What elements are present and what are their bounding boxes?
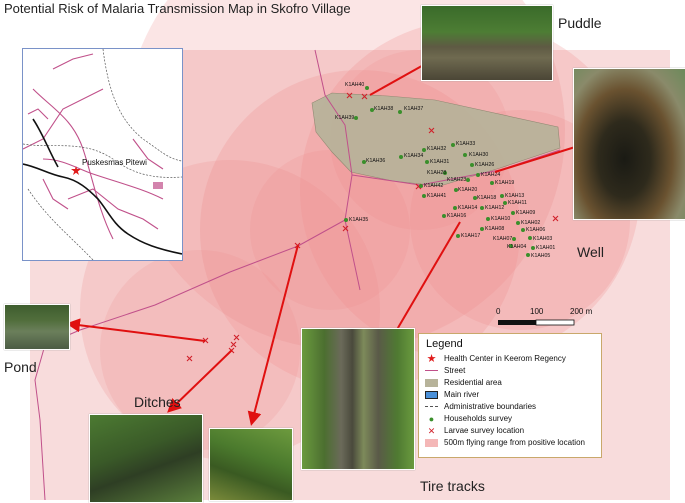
household-label: K1AH34 (404, 153, 423, 159)
household-label: K1AH08 (485, 226, 504, 232)
well-photo (573, 68, 685, 220)
photo-arrows (66, 56, 592, 426)
household-label: K1AH40 (345, 82, 364, 88)
household-label: K1AH09 (516, 210, 535, 216)
legend-item: Residential area (425, 378, 502, 388)
scale-bar: 0 100 200 m (496, 307, 592, 334)
household-label: K1AH18 (477, 195, 496, 201)
household-label: K1AH28 (427, 170, 446, 176)
legend-item: ✕Larvae survey location (425, 426, 524, 436)
household-label: K1AH07 (493, 236, 512, 242)
household-label: K1AH42 (424, 183, 443, 189)
inset-map-drawing (22, 48, 183, 261)
household-label: K1AH39 (335, 115, 354, 121)
puddle-label: Puddle (558, 15, 602, 31)
household-labels: K1AH40 K1AH38 K1AH37 K1AH39 K1AH33 K1AH3… (335, 82, 555, 259)
ditches-label: Ditches (134, 394, 181, 410)
household-dots (344, 86, 535, 257)
household-label: K1AH14 (458, 205, 477, 211)
well-label: Well (577, 244, 604, 260)
scale-bar-graphic (498, 319, 575, 326)
legend-item: Administrative boundaries (425, 402, 536, 412)
household-label: K1AH13 (505, 193, 524, 199)
boundary-dashed-icon (425, 406, 438, 408)
residential-area (311, 92, 561, 187)
household-label: K1AH24 (481, 172, 500, 178)
ditch-photo-1 (89, 414, 203, 503)
pond-photo (4, 304, 70, 350)
household-label: K1AH11 (508, 200, 527, 206)
legend-item: ★Health Center in Keerom Regency (426, 352, 566, 365)
household-label: K1AH38 (374, 106, 393, 112)
household-label: K1AH02 (521, 220, 540, 226)
household-label: K1AH33 (456, 141, 475, 147)
puddle-photo (421, 5, 553, 81)
household-label: K1AH01 (536, 245, 555, 251)
household-label: K1AH32 (427, 146, 446, 152)
legend-item: ●Households survey (425, 414, 512, 424)
larvae-survey-marks (186, 92, 559, 362)
legend-item: 500m flying range from positive location (425, 438, 585, 448)
household-label: K1AH03 (533, 236, 552, 242)
tire-tracks-photo (301, 328, 415, 470)
household-label: K1AH17 (461, 233, 480, 239)
household-label: K1AH19 (495, 180, 514, 186)
legend-item: Street (425, 366, 465, 376)
household-label: K1AH37 (404, 106, 423, 112)
arrow-to-pond (66, 318, 206, 342)
ditch-photo-2 (209, 428, 293, 501)
legend: Legend ★Health Center in Keerom Regency … (418, 333, 602, 458)
household-label: K1AH23 (447, 177, 466, 183)
arrow-to-well (494, 139, 592, 173)
pond-label: Pond (4, 359, 37, 375)
street-line-icon (425, 370, 438, 372)
arrow-to-ditch (167, 349, 233, 413)
household-label: K1AH16 (447, 213, 466, 219)
household-label: K1AH35 (349, 217, 368, 223)
household-label: K1AH31 (430, 159, 449, 165)
map-title: Potential Risk of Malaria Transmission M… (4, 1, 351, 16)
health-center-star-icon (71, 166, 81, 175)
health-center-label: Puskesmas Pitewi (82, 158, 147, 167)
household-label: K1AH05 (531, 253, 550, 259)
household-label: K1AH41 (427, 193, 446, 199)
household-label: K1AH04 (507, 244, 526, 250)
red-star-icon: ★ (426, 352, 437, 365)
household-label: K1AH30 (469, 152, 488, 158)
flying-range-fill-icon (425, 438, 438, 447)
household-label: K1AH20 (458, 187, 477, 193)
streets (34, 49, 561, 501)
household-label: K1AH10 (491, 216, 510, 222)
scale-tick-0: 0 (496, 307, 501, 316)
household-dot-icon: ● (428, 413, 435, 424)
residential-fill-icon (425, 378, 438, 387)
legend-title: Legend (426, 338, 463, 350)
river-fill-icon (425, 390, 438, 399)
scale-tick-100: 100 (530, 307, 544, 316)
household-label: K1AH36 (366, 158, 385, 164)
household-label: K1AH06 (526, 227, 545, 233)
legend-item: Main river (425, 390, 479, 400)
tire-tracks-label: Tire tracks (420, 478, 485, 494)
scale-tick-200: 200 m (570, 307, 593, 316)
inset-map (22, 48, 183, 261)
household-label: K1AH26 (475, 162, 494, 168)
arrow-to-ditch-2 (247, 244, 299, 426)
household-label: K1AH12 (485, 205, 504, 211)
larvae-x-icon: ✕ (427, 425, 436, 436)
